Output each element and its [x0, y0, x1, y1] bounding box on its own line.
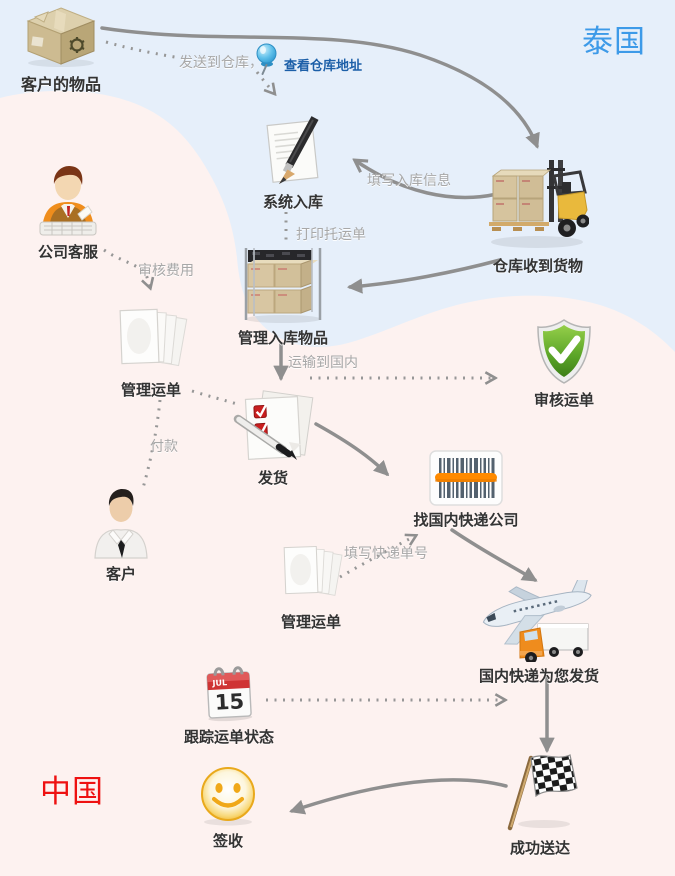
forklift-icon: [489, 160, 589, 248]
node-label: 签收: [212, 832, 243, 850]
node-manage-waybills-1: 管理运单: [101, 306, 201, 400]
node-label: 客户: [105, 565, 136, 583]
node-label: 国内快递为您发货: [478, 667, 599, 685]
paper-pencil-icon: [266, 116, 319, 184]
node-label: 公司客服: [37, 243, 98, 261]
pushpin-icon[interactable]: [253, 42, 280, 76]
node-domestic-shipping: 国内快递为您发货: [473, 580, 605, 686]
node-label: 找国内快递公司: [413, 511, 519, 529]
node-delivered: 成功送达: [490, 748, 590, 858]
smiley-icon: [201, 767, 255, 826]
plane-truck-icon: [482, 580, 592, 662]
node-label: 审核运单: [533, 391, 594, 409]
customer-person-icon: [94, 489, 148, 559]
node-warehouse-received: 仓库收到货物: [478, 158, 598, 276]
edge-label-send-to-warehouse: 发送到仓库，: [179, 55, 263, 71]
node-label: 发货: [257, 469, 288, 487]
node-label: 管理入库物品: [237, 329, 328, 347]
node-label: 管理运单: [120, 381, 181, 399]
package-box-icon: [26, 7, 96, 67]
node-label: 系统入库: [262, 193, 323, 211]
node-label: 客户的物品: [20, 75, 101, 94]
calendar-icon: JUL 15: [206, 666, 253, 722]
checkered-flag-icon: [507, 754, 578, 831]
node-customer: 客户: [71, 488, 171, 584]
node-label: 管理运单: [280, 613, 341, 631]
papers-stack-icon: [283, 545, 343, 596]
node-company-support: 公司客服: [18, 164, 118, 262]
checklist-pen-icon: [233, 390, 314, 460]
node-customer-items: 客户的物品: [5, 6, 117, 95]
node-label: 跟踪运单状态: [183, 728, 274, 746]
edge-label-fill-tracking-number: 填写快递单号: [344, 546, 428, 562]
node-ship-goods: 发货: [223, 390, 323, 488]
node-sign-receipt: 签收: [178, 765, 278, 851]
edge-label-fill-inbound-info: 填写入库信息: [367, 173, 451, 189]
svg-text:15: 15: [214, 689, 244, 714]
node-manage-inbound-items: 管理入库物品: [233, 246, 333, 348]
support-agent-icon: [39, 166, 97, 236]
shelf-boxes-icon: [244, 248, 322, 323]
barcode-icon: [429, 450, 503, 506]
svg-text:JUL: JUL: [211, 678, 227, 688]
node-label: 仓库收到货物: [492, 257, 583, 275]
region-label-china: 中国: [40, 774, 104, 810]
edge-label-transport-to-domestic: 运输到国内: [288, 355, 358, 371]
node-label: 成功送达: [509, 839, 570, 857]
node-manage-waybills-2: 管理运单: [261, 540, 361, 632]
edge-label-payment: 付款: [150, 439, 178, 455]
node-find-courier: 找国内快递公司: [406, 450, 526, 530]
node-track-status: JUL 15 跟踪运单状态: [179, 663, 279, 747]
shield-check-icon: [537, 319, 591, 384]
node-review-waybill: 审核运单: [514, 318, 614, 410]
region-label-thailand: 泰国: [582, 24, 646, 60]
node-system-inbound: 系统入库: [243, 114, 343, 212]
view-warehouse-address-link[interactable]: 查看仓库地址: [284, 59, 363, 74]
edge-label-print-waybill: 打印托运单: [296, 227, 366, 243]
edge-label-review-fee: 审核费用: [138, 263, 194, 279]
papers-stack-icon: [119, 308, 188, 367]
